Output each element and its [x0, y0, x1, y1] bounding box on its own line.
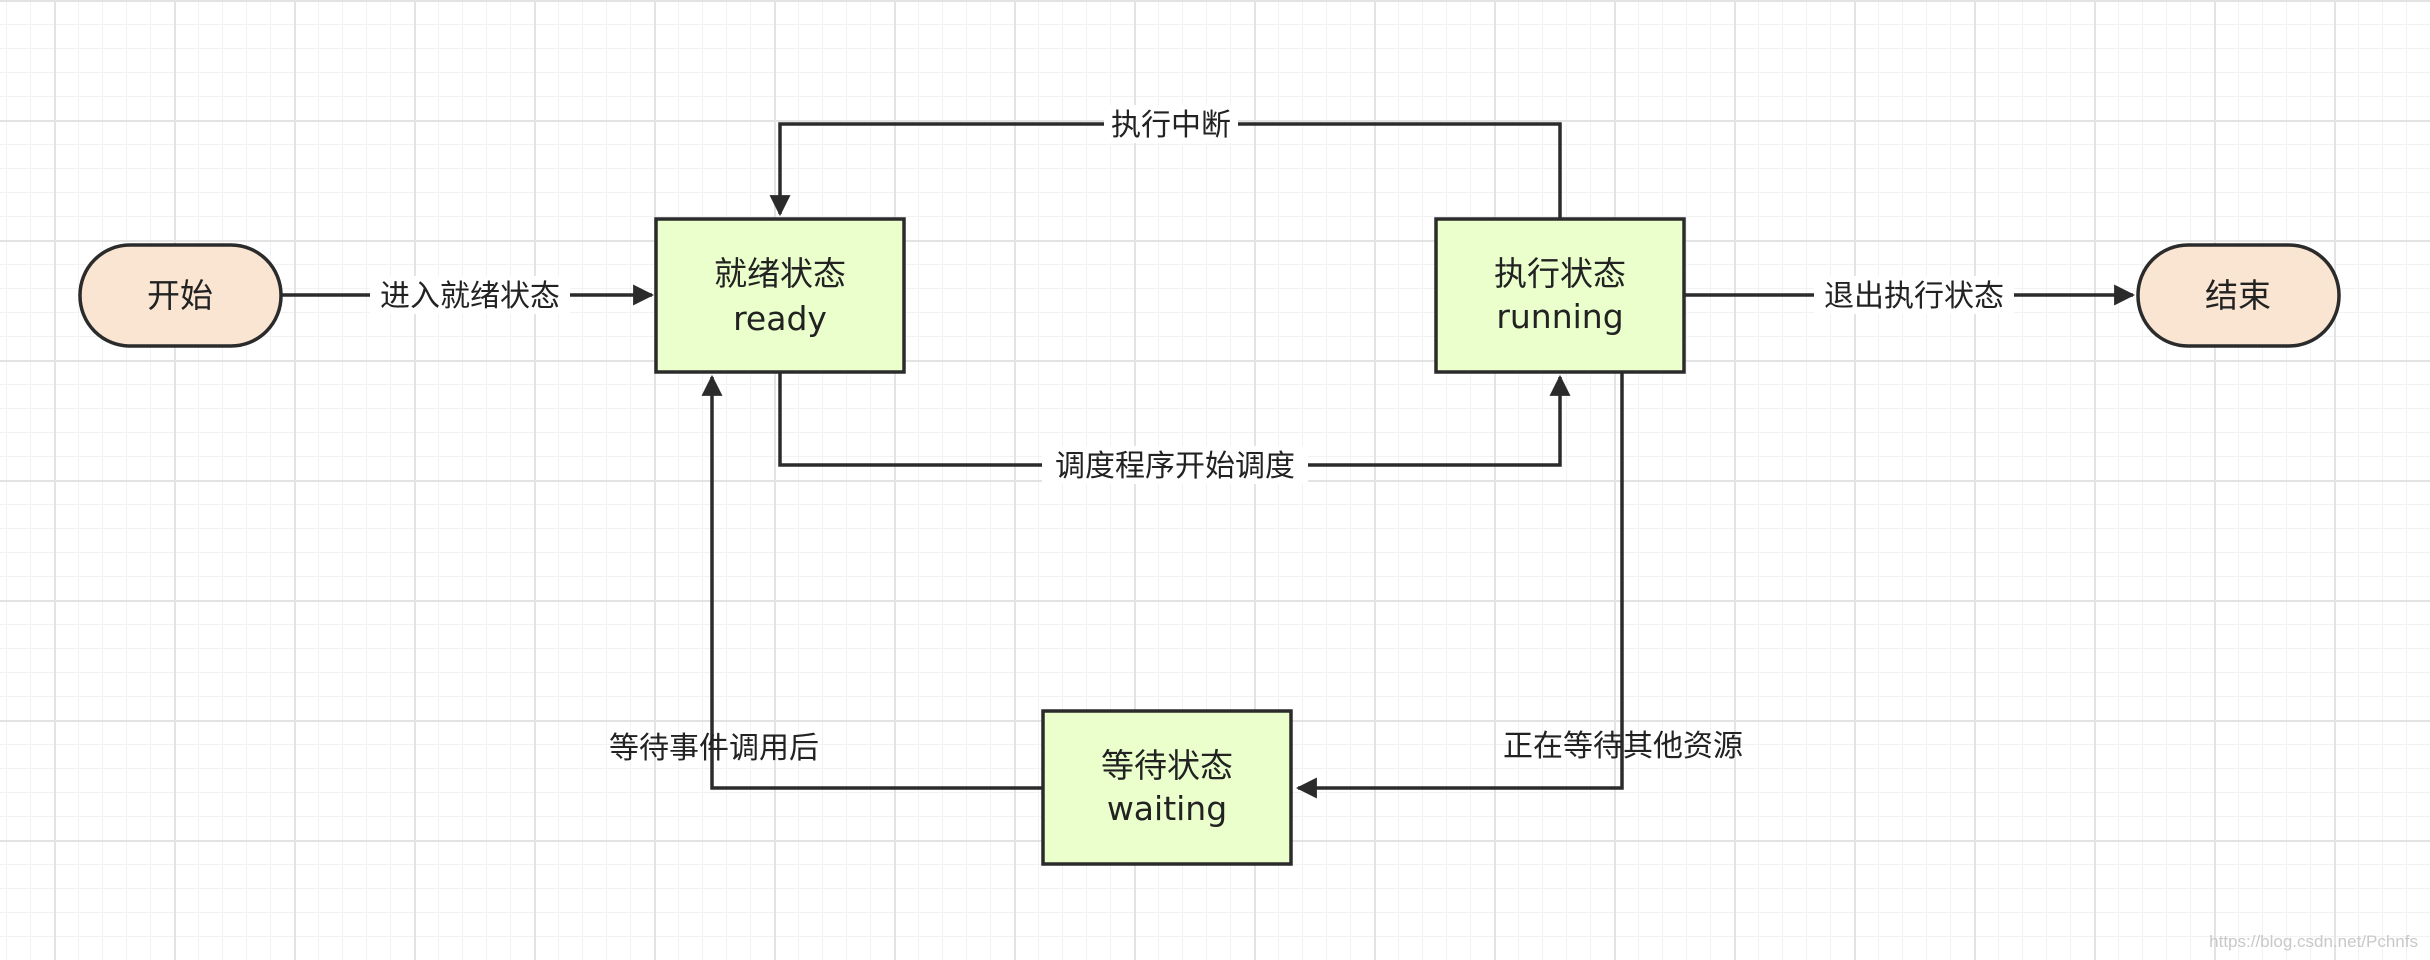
node-running: 执行状态 running: [1434, 217, 1686, 374]
edge-label-waiting-to-ready: 等待事件调用后: [609, 731, 819, 766]
start-label: 开始: [147, 276, 213, 315]
edge-label-ready-to-running: 调度程序开始调度: [1055, 449, 1295, 484]
edge-label-bg-running-to-ready: [1104, 105, 1238, 143]
waiting-label: 等待状态: [1101, 746, 1233, 785]
node-end: 结束: [2136, 243, 2341, 348]
edge-label-running-to-waiting: 正在等待其他资源: [1503, 729, 1743, 764]
start-shape: [78, 243, 283, 348]
end-label: 结束: [2205, 276, 2271, 315]
edge-label-running-to-end: 退出执行状态: [1824, 279, 2004, 314]
end-shape: [2136, 243, 2341, 348]
ready-label: 就绪状态: [714, 254, 846, 293]
edge-waiting-to-ready: [701, 374, 1043, 790]
running-label: 执行状态: [1494, 254, 1626, 293]
edge-label-bg-running-to-end: [1814, 276, 2014, 314]
waiting-box: [1041, 709, 1293, 866]
edge-label-start-to-ready: 进入就绪状态: [380, 279, 560, 314]
node-waiting: 等待状态 waiting: [1041, 709, 1293, 866]
running-sublabel: running: [1496, 297, 1623, 336]
edge-label-bg-ready-to-running: [1042, 446, 1308, 484]
watermark: https://blog.csdn.net/Pchnfs: [2209, 932, 2418, 951]
node-ready: 就绪状态 ready: [654, 217, 906, 374]
ready-box: [654, 217, 906, 374]
running-box: [1434, 217, 1686, 374]
node-start: 开始: [78, 243, 283, 348]
edge-running-to-waiting: [1295, 372, 1624, 799]
edge-label-running-to-ready: 执行中断: [1111, 108, 1231, 143]
edge-label-bg-start-to-ready: [370, 276, 570, 314]
ready-sublabel: ready: [733, 299, 827, 338]
waiting-sublabel: waiting: [1107, 789, 1227, 828]
